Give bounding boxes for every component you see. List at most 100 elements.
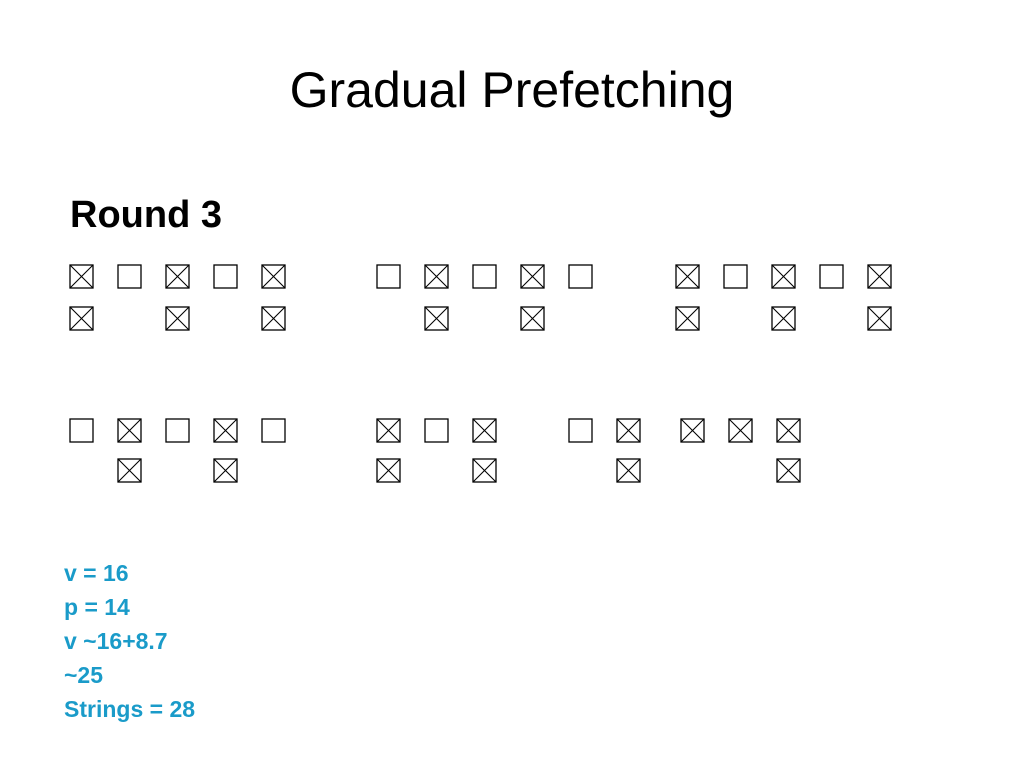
box-cross-line bbox=[680, 418, 705, 443]
box-cross-line bbox=[424, 264, 449, 289]
crossed-box bbox=[616, 418, 641, 443]
box-cross-line bbox=[675, 306, 700, 331]
empty-box bbox=[568, 264, 593, 289]
crossed-box bbox=[261, 264, 286, 289]
box-cross-line bbox=[616, 458, 641, 483]
crossed-box bbox=[69, 306, 94, 331]
box-group-6 bbox=[680, 418, 801, 483]
box-cross-line bbox=[213, 458, 238, 483]
box-cross-line bbox=[376, 418, 401, 443]
crossed-box bbox=[520, 264, 545, 289]
crossed-box bbox=[424, 306, 449, 331]
box-cross-line bbox=[69, 306, 94, 331]
crossed-box bbox=[376, 458, 401, 483]
box-cross-line bbox=[776, 418, 801, 443]
box-cross-line bbox=[616, 418, 641, 443]
box-group-1 bbox=[69, 264, 286, 331]
box-cross-line bbox=[771, 264, 796, 289]
crossed-box bbox=[675, 306, 700, 331]
box-cross-line bbox=[117, 458, 142, 483]
box-cross-line bbox=[213, 418, 238, 443]
crossed-box bbox=[867, 306, 892, 331]
crossed-box bbox=[69, 264, 94, 289]
round-heading: Round 3 bbox=[70, 194, 222, 236]
crossed-box bbox=[213, 458, 238, 483]
crossed-box bbox=[771, 306, 796, 331]
box-cross-line bbox=[376, 418, 401, 443]
box-cross-line bbox=[165, 264, 190, 289]
crossed-box bbox=[776, 418, 801, 443]
box-cross-line bbox=[776, 458, 801, 483]
crossed-box bbox=[165, 264, 190, 289]
empty-box bbox=[165, 418, 190, 443]
box-cross-line bbox=[728, 418, 753, 443]
crossed-box bbox=[680, 418, 705, 443]
box-cross-line bbox=[867, 306, 892, 331]
box-cross-line bbox=[616, 418, 641, 443]
box-cross-line bbox=[117, 418, 142, 443]
box-cross-line bbox=[261, 264, 286, 289]
box-cross-line bbox=[520, 264, 545, 289]
box-cross-line bbox=[69, 264, 94, 289]
crossed-box bbox=[472, 458, 497, 483]
box-cross-line bbox=[117, 458, 142, 483]
notes-block: v = 16 p = 14 v ~16+8.7 ~25 Strings = 28 bbox=[64, 556, 195, 726]
box-cross-line bbox=[520, 306, 545, 331]
box-group-3 bbox=[675, 264, 892, 331]
box-cross-line bbox=[69, 264, 94, 289]
empty-box bbox=[69, 418, 94, 443]
crossed-box bbox=[616, 458, 641, 483]
box-cross-line bbox=[376, 458, 401, 483]
box-cross-line bbox=[472, 418, 497, 443]
box-cross-line bbox=[867, 264, 892, 289]
box-cross-line bbox=[165, 264, 190, 289]
empty-box bbox=[213, 264, 238, 289]
crossed-box bbox=[376, 418, 401, 443]
crossed-box bbox=[424, 264, 449, 289]
box-cross-line bbox=[165, 306, 190, 331]
empty-box bbox=[472, 264, 497, 289]
crossed-box bbox=[520, 306, 545, 331]
box-cross-line bbox=[424, 264, 449, 289]
crossed-box bbox=[117, 418, 142, 443]
box-cross-line bbox=[261, 306, 286, 331]
box-cross-line bbox=[213, 418, 238, 443]
crossed-box bbox=[261, 306, 286, 331]
box-cross-line bbox=[472, 418, 497, 443]
note-line-v: v = 16 bbox=[64, 560, 129, 586]
box-group-2 bbox=[376, 264, 593, 331]
crossed-box bbox=[728, 418, 753, 443]
box-cross-line bbox=[261, 264, 286, 289]
box-cross-line bbox=[520, 306, 545, 331]
box-cross-line bbox=[867, 306, 892, 331]
box-cross-line bbox=[376, 458, 401, 483]
box-cross-line bbox=[771, 264, 796, 289]
box-group-5 bbox=[376, 418, 641, 483]
box-cross-line bbox=[616, 458, 641, 483]
box-cross-line bbox=[213, 458, 238, 483]
box-cross-line bbox=[771, 306, 796, 331]
box-group-4 bbox=[69, 418, 286, 483]
box-cross-line bbox=[728, 418, 753, 443]
empty-box bbox=[376, 264, 401, 289]
empty-box bbox=[568, 418, 593, 443]
empty-box bbox=[261, 418, 286, 443]
box-cross-line bbox=[261, 306, 286, 331]
box-cross-line bbox=[776, 458, 801, 483]
box-cross-line bbox=[520, 264, 545, 289]
note-line-v-approx: v ~16+8.7 bbox=[64, 628, 168, 654]
box-cross-line bbox=[680, 418, 705, 443]
box-cross-line bbox=[771, 306, 796, 331]
box-cross-line bbox=[472, 458, 497, 483]
empty-box bbox=[424, 418, 449, 443]
box-cross-line bbox=[867, 264, 892, 289]
crossed-box bbox=[472, 418, 497, 443]
box-cross-line bbox=[165, 306, 190, 331]
box-cross-line bbox=[69, 306, 94, 331]
empty-box bbox=[819, 264, 844, 289]
crossed-box bbox=[165, 306, 190, 331]
note-line-p: p = 14 bbox=[64, 594, 130, 620]
box-cross-line bbox=[675, 306, 700, 331]
note-line-approx-total: ~25 bbox=[64, 662, 104, 688]
crossed-box bbox=[776, 458, 801, 483]
